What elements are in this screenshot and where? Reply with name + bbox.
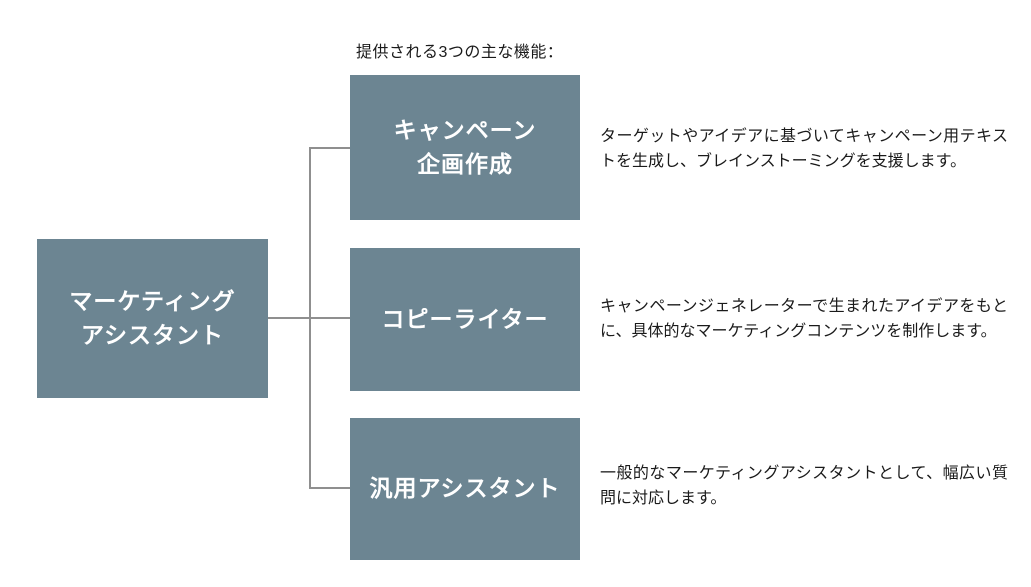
feature-description-copywriter: キャンペーンジェネレーターで生まれたアイデアをもとに、具体的なマーケティングコン… — [600, 298, 1008, 341]
feature-node-general-assistant: 汎用アシスタント — [350, 418, 580, 560]
connector-branch-top — [309, 147, 350, 149]
feature-node-copywriter: コピーライター — [350, 248, 580, 391]
root-node-marketing-assistant: マーケティング アシスタント — [37, 239, 268, 398]
connector-branch-bottom — [309, 487, 350, 489]
connector-vertical-spine — [309, 147, 311, 488]
feature-node-campaign-planning: キャンペーン 企画作成 — [350, 75, 580, 220]
feature-description-campaign-planning: ターゲットやアイデアに基づいてキャンペーン用テキストを生成し、ブレインストーミン… — [600, 128, 1008, 171]
feature-description-general-assistant: 一般的なマーケティングアシスタントとして、幅広い質問に対応します。 — [600, 465, 1008, 508]
diagram-title: 提供される3つの主な機能： — [356, 44, 564, 61]
